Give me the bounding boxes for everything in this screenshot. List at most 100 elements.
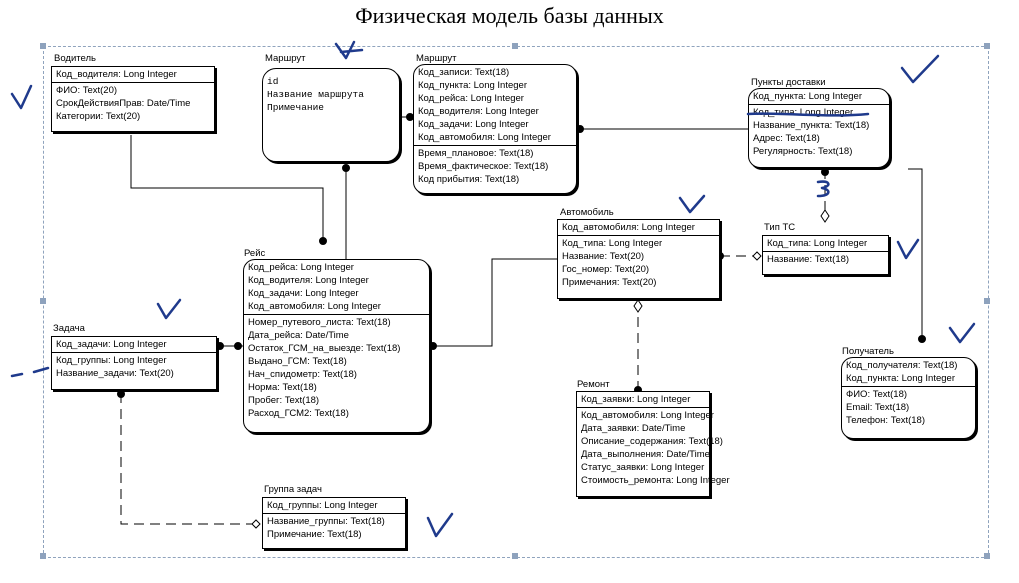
entity-attr-section: Код_группы: Long Integer Название_задачи… — [52, 353, 216, 381]
rel-end-diamond — [752, 251, 762, 261]
field-row: Примечание — [267, 102, 325, 113]
field-row: Название: Text(18) — [767, 254, 850, 265]
entity-key-section: Код_типа: Long Integer — [763, 236, 888, 252]
entity-label-repair: Ремонт — [577, 379, 610, 390]
field-row: Примечания: Text(20) — [562, 277, 657, 288]
entity-label-points: Пункты доставки — [751, 77, 826, 88]
entity-attr-section: Время_плановое: Text(18) Время_фактическ… — [414, 146, 576, 187]
field-row: Код_рейса: Long Integer — [418, 93, 524, 104]
frame-handle[interactable] — [984, 553, 990, 559]
field-row: id — [267, 76, 279, 87]
checkmark-icon — [896, 238, 920, 260]
rel-end-dot — [319, 237, 327, 245]
entity-car-type[interactable]: Код_типа: Long Integer Название: Text(18… — [762, 235, 889, 275]
field-row: Номер_путевого_листа: Text(18) — [248, 317, 391, 328]
frame-handle[interactable] — [984, 43, 990, 49]
field-row: Нач_спидометр: Text(18) — [248, 369, 357, 380]
entity-task-group[interactable]: Код_группы: Long Integer Название_группы… — [262, 497, 406, 549]
field-row: Дата_заявки: Date/Time — [581, 423, 686, 434]
entity-task[interactable]: Код_задачи: Long Integer Код_группы: Lon… — [51, 336, 217, 390]
field-row: Код_пункта: Long Integer — [418, 80, 527, 91]
entity-points[interactable]: Код_пункта: Long Integer Код_типа: Long … — [748, 88, 890, 168]
entity-label-task-group: Группа задач — [264, 484, 322, 495]
field-row: Дата_рейса: Date/Time — [248, 330, 349, 341]
entity-attr-section: Код_автомобиля: Long Integer Дата_заявки… — [577, 408, 730, 488]
entity-recipient[interactable]: Код_получателя: Text(18) Код_пункта: Lon… — [841, 357, 976, 439]
entity-attr-section: Код_типа: Long Integer Название_пункта: … — [749, 105, 889, 159]
frame-handle[interactable] — [512, 43, 518, 49]
field-row: Название: Text(20) — [562, 251, 645, 262]
strikethrough-mark — [746, 112, 870, 117]
field-row: Код_задачи: Long Integer — [56, 339, 167, 350]
checkmark-icon — [426, 512, 454, 538]
frame-handle[interactable] — [512, 553, 518, 559]
field-row: Регулярность: Text(18) — [753, 146, 853, 157]
field-row: ФИО: Text(20) — [56, 85, 118, 96]
entity-repair[interactable]: Код_заявки: Long Integer Код_автомобиля:… — [576, 391, 730, 497]
entity-key-section: Код_записи: Text(18) Код_пункта: Long In… — [414, 65, 576, 146]
checkmark-icon — [334, 40, 364, 60]
field-row: СрокДействияПрав: Date/Time — [56, 98, 191, 109]
field-row: Описание_содержания: Text(18) — [581, 436, 723, 447]
field-row: Код_заявки: Long Integer — [581, 394, 691, 405]
rel-end-dot — [234, 342, 242, 350]
field-row: Код_пункта: Long Integer — [846, 373, 955, 384]
entity-label-route: Маршрут — [416, 53, 457, 64]
field-row: Код_задачи: Long Integer — [418, 119, 529, 130]
field-row: Время_фактическое: Text(18) — [418, 161, 549, 172]
field-row: Статус_заявки: Long Integer — [581, 462, 705, 473]
field-row: Название_группы: Text(18) — [267, 516, 385, 527]
field-row: Название маршрута — [267, 89, 364, 100]
entity-key-section: Код_водителя: Long Integer — [52, 67, 214, 83]
checkmark-icon — [948, 322, 976, 344]
field-row: Код_записи: Text(18) — [418, 67, 510, 78]
entity-label-driver: Водитель — [54, 53, 96, 64]
entity-route[interactable]: Код_записи: Text(18) Код_пункта: Long In… — [413, 64, 577, 194]
field-row: Код_получателя: Text(18) — [846, 360, 958, 371]
entity-attr-section: Название: Text(18) — [763, 252, 888, 267]
entity-key-section: Код_рейса: Long Integer Код_водителя: Lo… — [244, 260, 429, 315]
field-row: Норма: Text(18) — [248, 382, 317, 393]
field-row: Стоимость_ремонта: Long Integer — [581, 475, 730, 486]
entity-key-section: Код_заявки: Long Integer — [577, 392, 709, 408]
field-row: Адрес: Text(18) — [753, 133, 820, 144]
entity-label-recipient: Получатель — [842, 346, 894, 357]
rel-end-dot — [918, 335, 926, 343]
entity-key-section: Код_получателя: Text(18) Код_пункта: Lon… — [842, 358, 975, 387]
field-row: Телефон: Text(18) — [846, 415, 926, 426]
scribble-mark — [816, 180, 830, 198]
field-row: Код_водителя: Long Integer — [56, 69, 177, 80]
entity-route-view[interactable]: id Название маршрута Примечание — [262, 68, 400, 162]
field-row: Код_группы: Long Integer — [267, 500, 378, 511]
field-row: Код_автомобиля: Long Integer — [248, 301, 381, 312]
field-row: Время_плановое: Text(18) — [418, 148, 534, 159]
entity-attr-section: Код_типа: Long Integer Название: Text(20… — [558, 236, 719, 290]
checkmark-icon — [156, 298, 182, 320]
entity-label-car: Автомобиль — [560, 207, 614, 218]
field-row: Код_водителя: Long Integer — [248, 275, 369, 286]
field-row: Код_рейса: Long Integer — [248, 262, 354, 273]
field-row: Код_автомобиля: Long Integer — [562, 222, 695, 233]
field-row: Код_автомобиля: Long Integer — [418, 132, 551, 143]
field-row: Код_пункта: Long Integer — [753, 91, 862, 102]
diagram-title: Физическая модель базы данных — [355, 3, 664, 28]
entity-trip[interactable]: Код_рейса: Long Integer Код_водителя: Lo… — [243, 259, 430, 433]
rel-end-diamond — [251, 519, 261, 529]
field-row: Код_типа: Long Integer — [767, 238, 868, 249]
entity-label-route-view: Маршрут — [265, 53, 306, 64]
field-row: ФИО: Text(18) — [846, 389, 908, 400]
rel-points-recipient — [908, 168, 923, 341]
entity-key-section: Код_пункта: Long Integer — [749, 89, 889, 105]
frame-handle[interactable] — [984, 298, 990, 304]
field-row: Примечание: Text(18) — [267, 529, 362, 540]
frame-handle[interactable] — [40, 298, 46, 304]
entity-key-section: Код_группы: Long Integer — [263, 498, 405, 514]
rel-trip-car — [430, 258, 557, 347]
field-row: Код_автомобиля: Long Integer — [581, 410, 714, 421]
field-row: Код прибытия: Text(18) — [418, 174, 520, 185]
frame-handle[interactable] — [40, 553, 46, 559]
entity-driver[interactable]: Код_водителя: Long Integer ФИО: Text(20)… — [51, 66, 215, 132]
entity-car[interactable]: Код_автомобиля: Long Integer Код_типа: L… — [557, 219, 720, 299]
frame-handle[interactable] — [40, 43, 46, 49]
field-row: Название_задачи: Text(20) — [56, 368, 174, 379]
